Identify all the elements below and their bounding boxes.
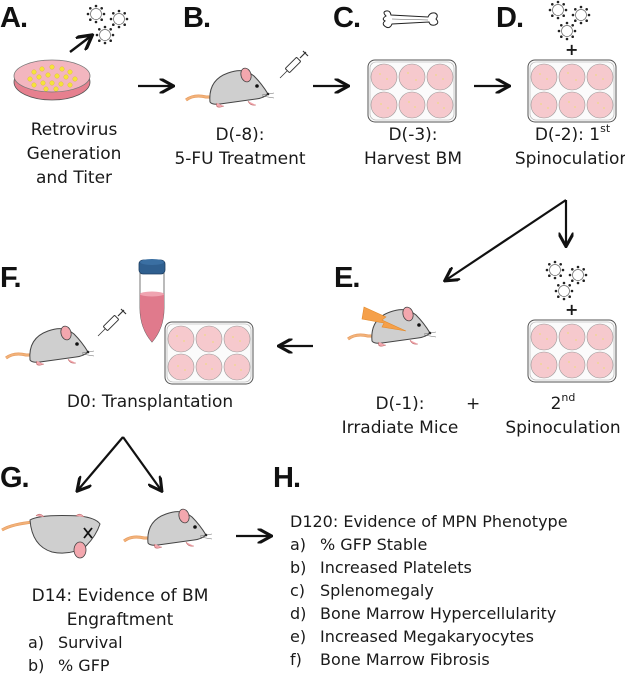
- plus-sign: +: [565, 40, 579, 59]
- step-label: Spinoculation: [514, 149, 625, 169]
- petri-dish-icon: [13, 59, 91, 101]
- panel-g-letter: G.: [0, 462, 30, 494]
- six-well-plate-icon: [527, 319, 617, 383]
- list-item: b)% GFP: [28, 656, 110, 675]
- panel-h-letter: H.: [273, 462, 301, 494]
- panel-a-caption: Retrovirus Generation and Titer: [14, 118, 134, 190]
- panel-a-letter: A.: [0, 2, 28, 34]
- panel-d-letter: D.: [496, 2, 524, 34]
- dead-mouse-icon: [1, 513, 101, 559]
- day-label: D(-2): 1st: [534, 122, 611, 145]
- caption-line: Generation: [26, 144, 122, 164]
- step-label: D14: Evidence of BM: [31, 586, 209, 606]
- syringe-icon: [97, 308, 127, 337]
- list-item: b)Increased Platelets: [290, 558, 472, 577]
- day-label: D(-1):: [375, 394, 425, 414]
- day-label: D(-8):: [215, 125, 265, 145]
- step-label: Spinoculation: [505, 418, 621, 438]
- joiner-plus: +: [466, 394, 481, 414]
- list-heading: D120: Evidence of MPN Phenotype: [290, 512, 568, 531]
- irradiated-mouse-icon: [346, 304, 438, 348]
- plus-sign: +: [565, 300, 579, 319]
- step-label: Engraftment: [66, 610, 174, 630]
- step-label: 5-FU Treatment: [174, 149, 306, 169]
- panel-h-list: D120: Evidence of MPN Phenotype a)% GFP …: [290, 510, 568, 671]
- panel-b-letter: B.: [183, 2, 211, 34]
- panel-d-caption: D(-2): 1st Spinoculation: [510, 123, 625, 171]
- mouse-icon: [4, 323, 96, 367]
- panel-f-caption: D0: Transplantation: [66, 392, 234, 412]
- day-label: 2nd: [550, 391, 576, 414]
- caption-line: Retrovirus: [30, 120, 118, 140]
- six-well-plate-icon: [164, 321, 254, 385]
- list-item: c)Splenomegaly: [290, 581, 434, 600]
- panel-c-caption: D(-3): Harvest BM: [353, 123, 473, 171]
- panel-c-letter: C.: [333, 2, 361, 34]
- mouse-icon: [122, 506, 214, 550]
- second-spinoculation-caption: 2nd Spinoculation: [498, 392, 625, 440]
- list-item: e)Increased Megakaryocytes: [290, 627, 534, 646]
- step-label: Irradiate Mice: [341, 418, 459, 438]
- panel-g-caption: D14: Evidence of BM Engraftment: [20, 584, 220, 632]
- day-label: D(-3):: [388, 125, 438, 145]
- caption-line: and Titer: [35, 168, 113, 188]
- bone-icon: [382, 10, 439, 29]
- panel-g-list: a)Survival b)% GFP: [28, 631, 123, 677]
- step-label: Harvest BM: [364, 149, 462, 169]
- panel-f-letter: F.: [0, 262, 22, 294]
- panel-b-caption: D(-8): 5-FU Treatment: [160, 123, 320, 171]
- panel-e-letter: E.: [334, 262, 360, 294]
- list-item: f)Bone Marrow Fibrosis: [290, 650, 490, 669]
- list-item: d)Bone Marrow Hypercellularity: [290, 604, 557, 623]
- retrovirus-particles-icon: [547, 262, 592, 302]
- panel-e-caption: D(-1): Irradiate Mice: [335, 392, 465, 440]
- list-item: a)% GFP Stable: [290, 535, 428, 554]
- list-item: a)Survival: [28, 633, 123, 652]
- conical-tube-icon: [138, 259, 166, 343]
